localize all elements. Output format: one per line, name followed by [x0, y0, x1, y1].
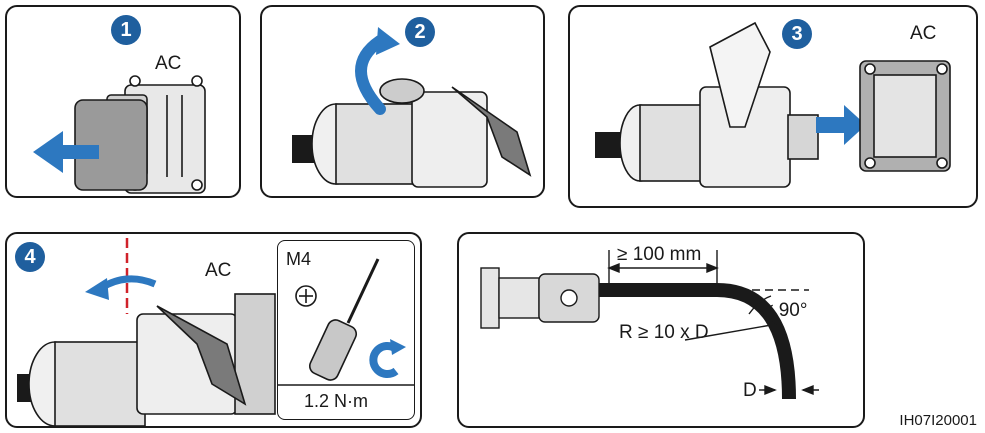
- connector-assembly: [28, 293, 276, 426]
- remove-arrow: [33, 131, 99, 173]
- step-4-panel: 4 AC M4 1.2 N·m: [5, 232, 422, 428]
- cable: [599, 283, 796, 400]
- phillips-icon: [295, 285, 317, 307]
- step-4-illustration: [17, 238, 276, 426]
- socket-label: AC: [910, 23, 937, 44]
- connector-body: [311, 78, 488, 188]
- figure-code: IH07I20001: [899, 412, 977, 429]
- step-3-illustration: [595, 21, 951, 188]
- bend-radius-panel: ≥ 100 mm ≤ 90° R ≥ 10 x D D: [457, 232, 865, 428]
- bend-radius-illustration: [480, 250, 819, 400]
- locking-latch: [451, 86, 532, 177]
- ac-socket: [859, 60, 951, 172]
- step-badge: 1: [111, 15, 141, 45]
- screw-size-label: M4: [286, 249, 312, 269]
- step-badge: 4: [15, 242, 45, 272]
- diameter-label: D: [743, 380, 757, 401]
- locking-latch: [156, 305, 247, 406]
- step-2-illustration: [292, 27, 532, 188]
- clockwise-icon: [369, 342, 399, 378]
- tool-panel: M4 1.2 N·m: [277, 240, 415, 420]
- bend-radius-label: R ≥ 10 x D: [619, 322, 709, 343]
- socket-label: AC: [205, 260, 232, 281]
- rotate-arrow: [355, 35, 386, 115]
- connector-plug: [619, 86, 819, 188]
- step-1-illustration: [33, 75, 206, 194]
- socket-label: AC: [155, 53, 182, 74]
- tighten-arrowhead: [85, 278, 109, 300]
- bend-angle-label: ≤ 90°: [763, 300, 808, 321]
- straight-length-label: ≥ 100 mm: [617, 244, 702, 265]
- insert-arrow: [816, 105, 866, 145]
- torque-label: 1.2 N·m: [304, 391, 369, 411]
- step-2-panel: 2: [260, 5, 545, 198]
- step-3-panel: 3 AC: [568, 5, 978, 208]
- step-badge: 3: [782, 19, 812, 49]
- step-badge: 2: [405, 17, 435, 47]
- rotate-arrowhead: [376, 27, 400, 55]
- dimension-lines: [607, 250, 819, 396]
- locking-latch-open: [709, 21, 771, 128]
- screwdriver-illustration: [278, 258, 414, 386]
- connector-side-view: [480, 267, 600, 329]
- step-1-panel: 1 AC: [5, 5, 241, 198]
- screwdriver: [308, 258, 380, 381]
